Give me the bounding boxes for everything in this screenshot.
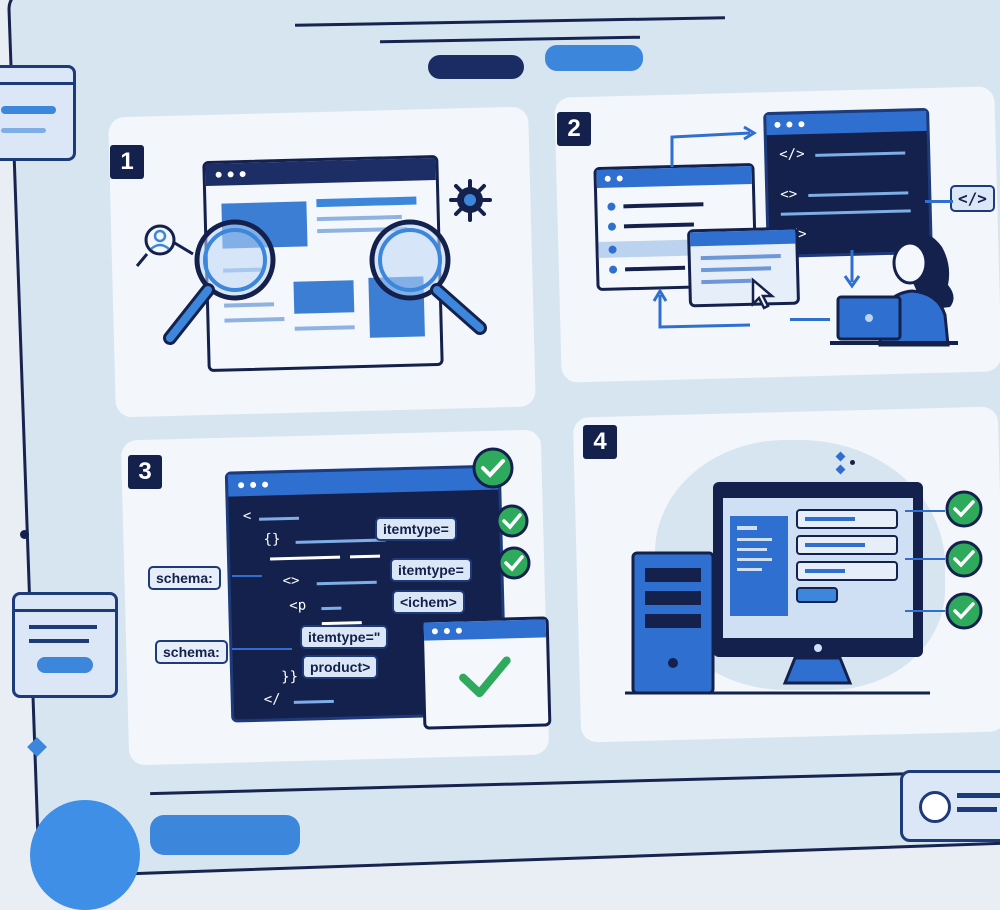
header-pill-blue[interactable]	[545, 45, 643, 71]
code-chip: product>	[302, 655, 379, 679]
code-icon: <p	[289, 597, 307, 615]
decor-dot	[20, 530, 29, 539]
code-chip: itemtype=	[375, 517, 457, 541]
decor-dot	[850, 460, 855, 465]
magnifier-icon	[369, 219, 487, 335]
code-icon: }}	[280, 668, 299, 686]
code-icon: <>	[282, 572, 300, 590]
code-chip: <ichem>	[392, 590, 465, 614]
gear-icon	[449, 179, 492, 222]
arrow-flow	[652, 288, 751, 329]
floating-card-top-left	[0, 65, 76, 161]
check-icon	[472, 447, 514, 489]
code-chip: itemtype="	[300, 625, 389, 649]
check-icon	[945, 490, 983, 528]
check-icon	[459, 656, 511, 698]
check-icon	[497, 546, 531, 580]
code-chip: itemtype=	[390, 558, 472, 582]
code-icon: {}	[263, 531, 281, 548]
user-icon	[135, 224, 194, 267]
arrow-flow	[670, 125, 757, 167]
header-pill-dark[interactable]	[428, 55, 524, 79]
connector-line	[905, 510, 945, 512]
desktop-computer-icon	[625, 482, 930, 695]
arrow-flow	[843, 250, 861, 289]
code-icon: </>	[779, 146, 805, 163]
schema-label: schema:	[148, 566, 221, 590]
connector-line	[232, 575, 262, 577]
code-tag-chip: </>	[950, 185, 995, 212]
person-laptop-icon	[830, 231, 958, 347]
code-icon: </	[263, 691, 281, 708]
cursor-icon	[751, 277, 776, 310]
step-4-number: 4	[583, 425, 617, 459]
connector-line	[232, 648, 292, 650]
floating-card-bottom-right	[900, 770, 1000, 842]
footer-pill[interactable]	[150, 815, 300, 855]
code-icon: <>	[780, 186, 798, 203]
connector-line	[905, 558, 945, 560]
validation-window	[420, 616, 552, 730]
check-icon	[495, 504, 529, 538]
step-3-number: 3	[128, 455, 162, 489]
schema-label: schema:	[155, 640, 228, 664]
check-icon	[945, 540, 983, 578]
floating-card-left	[12, 592, 118, 698]
check-icon	[945, 592, 983, 630]
decor-circle	[30, 800, 140, 910]
step-1-number: 1	[110, 145, 144, 179]
magnifier-icon	[163, 219, 276, 345]
step-2-number: 2	[557, 112, 591, 146]
connector-line	[790, 318, 830, 321]
connector-line	[905, 610, 945, 612]
code-icon: <	[242, 507, 252, 525]
connector-line	[925, 200, 953, 203]
